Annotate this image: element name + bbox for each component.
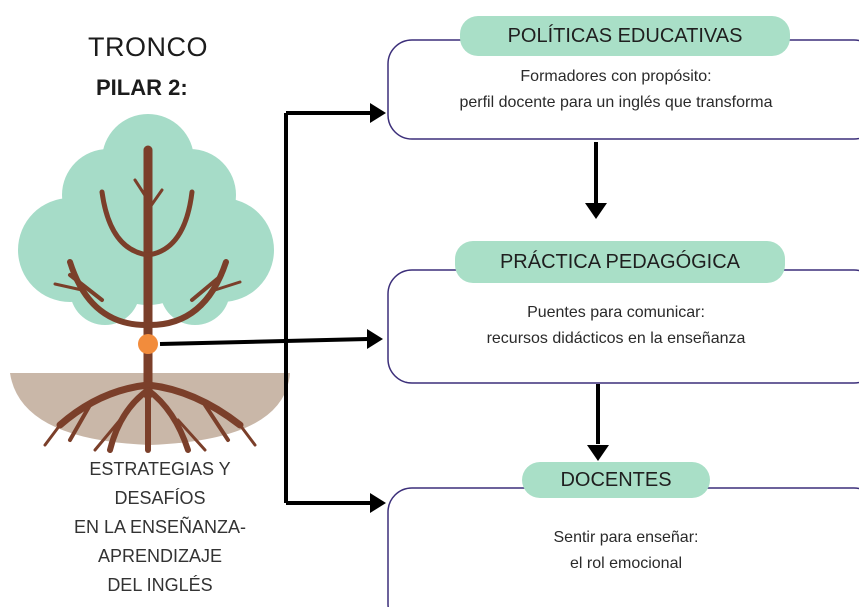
label-politicas: POLÍTICAS EDUCATIVAS — [460, 16, 790, 56]
box-politicas-line1: Formadores con propósito: — [520, 68, 712, 85]
box-docentes-text: Sentir para enseñar: el rol emocional — [390, 525, 859, 577]
label-practica: PRÁCTICA PEDAGÓGICA — [455, 241, 785, 283]
arrow-to-politicas — [370, 103, 386, 123]
caption-line-5: DEL INGLÉS — [107, 575, 213, 595]
arrowheads — [367, 103, 609, 513]
label-docentes: DOCENTES — [522, 462, 710, 498]
box-politicas-line2: perfil docente para un inglés que transf… — [459, 94, 773, 111]
caption-line-2: DESAFÍOS — [114, 488, 206, 508]
tree-caption: ESTRATEGIAS Y DESAFÍOS EN LA ENSEÑANZA- … — [20, 455, 300, 600]
tree-trunk — [53, 145, 242, 400]
arrow-down-2 — [587, 445, 609, 461]
box-practica-text: Puentes para comunicar: recursos didácti… — [390, 300, 842, 352]
box-outlines — [387, 39, 859, 607]
arrow-to-docentes — [370, 493, 386, 513]
arrow-to-practica — [367, 329, 383, 349]
trunk-dot — [138, 334, 158, 354]
caption-line-3: EN LA ENSEÑANZA- — [73, 517, 247, 537]
page-title: TRONCO — [88, 32, 208, 62]
box-practica-line2: recursos didácticos en la enseñanza — [486, 330, 746, 347]
arrow-down-1 — [585, 203, 607, 219]
box-docentes-line2: el rol emocional — [569, 555, 683, 572]
box-politicas-text: Formadores con propósito: perfil docente… — [390, 64, 842, 116]
tree-roots — [43, 381, 257, 453]
page-subtitle: PILAR 2: — [96, 75, 188, 100]
connector-lines — [159, 111, 600, 505]
caption-line-1: ESTRATEGIAS Y — [89, 459, 231, 479]
box-docentes-line1: Sentir para enseñar: — [553, 529, 699, 546]
caption-line-4: APRENDIZAJE — [97, 546, 223, 566]
box-practica-line1: Puentes para comunicar: — [527, 304, 705, 321]
